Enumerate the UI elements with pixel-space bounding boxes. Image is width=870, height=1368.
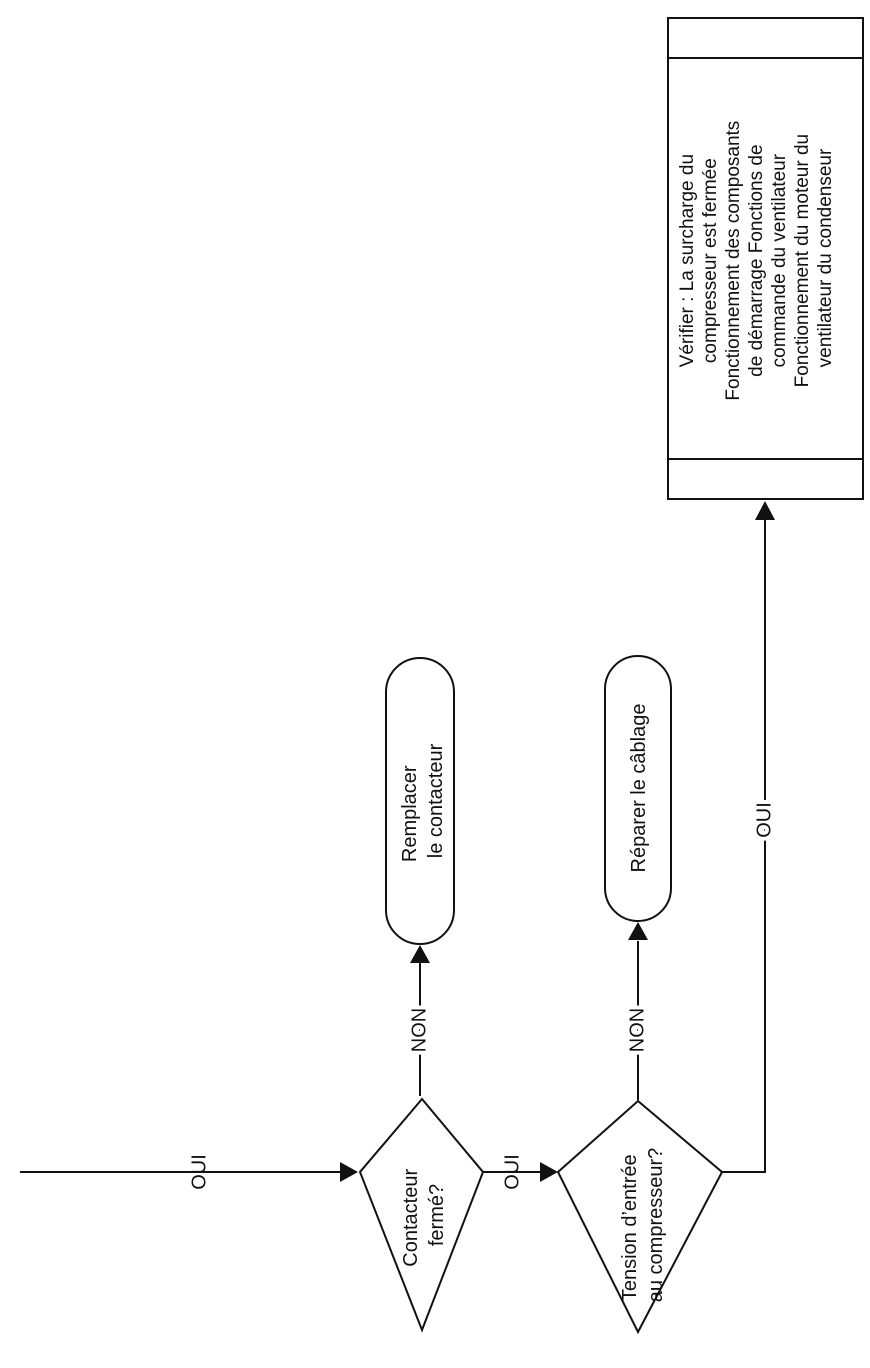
decision-compressor-voltage: Tension d’entrée au compresseur? <box>556 1099 724 1335</box>
connector-voltage-no: NON <box>622 922 652 1100</box>
edge-label-voltage-yes: OUI <box>753 802 775 838</box>
process-line-5: commande du ventilateur <box>769 153 790 367</box>
terminal-repair-wiring: Réparer le câblage <box>604 655 672 922</box>
decision-voltage-text: Tension d’entrée au compresseur? <box>619 1148 667 1303</box>
decision-contactor-line-2: fermé? <box>426 1184 448 1246</box>
connector-contactor-no: NON <box>404 945 434 1096</box>
decision-contactor-text: Contacteur fermé? <box>400 1163 448 1266</box>
process-check-box: Vérifier : La surcharge du compresseur e… <box>667 17 864 500</box>
connector-entry: OUI <box>20 1154 358 1190</box>
connector-contactor-yes: OUI <box>483 1154 558 1190</box>
connector-voltage-yes: OUI <box>722 501 779 1173</box>
process-line-3: Fonctionnement des composants <box>723 121 744 401</box>
process-line-7: ventilateur du condenseur <box>815 148 836 367</box>
decision-contactor-closed: Contacteur fermé? <box>358 1097 485 1333</box>
terminal-replace-contactor: Remplacer le contacteur <box>385 657 455 945</box>
process-line-4: de démarrage Fonctions de <box>746 144 767 376</box>
terminal-repair-text: Réparer le câblage <box>628 704 650 873</box>
terminal-replace-line-1: Remplacer <box>399 765 421 862</box>
terminal-replace-line-2: le contacteur <box>425 743 447 858</box>
process-line-2: compresseur est fermée <box>700 158 721 363</box>
edge-label-contactor-no: NON <box>408 1008 430 1052</box>
process-line-1: Vérifier : La surcharge du <box>677 154 698 367</box>
terminal-replace-text: Remplacer le contacteur <box>399 743 447 862</box>
edge-label-voltage-no: NON <box>626 1008 648 1052</box>
decision-voltage-line-2: au compresseur? <box>645 1148 667 1303</box>
process-check-text: Vérifier : La surcharge du compresseur e… <box>677 115 836 400</box>
decision-voltage-line-1: Tension d’entrée <box>619 1154 641 1301</box>
terminal-repair-line-1: Réparer le câblage <box>628 704 650 873</box>
decision-contactor-line-1: Contacteur <box>400 1169 422 1267</box>
edge-label-entry-yes: OUI <box>188 1154 210 1190</box>
process-line-6: Fonctionnement du moteur du <box>792 134 813 388</box>
edge-label-contactor-yes: OUI <box>501 1154 523 1190</box>
